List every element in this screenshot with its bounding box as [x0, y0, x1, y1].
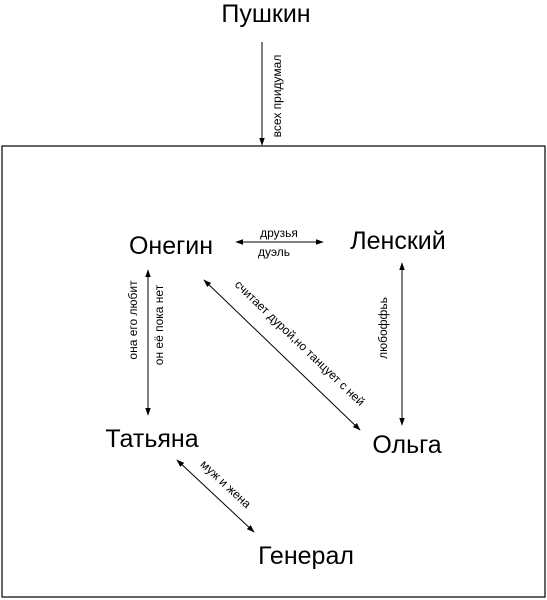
- label-tatyana-general: муж и жена: [198, 457, 255, 511]
- label-tatyana-onegin-inner: он её пока нет: [152, 284, 166, 365]
- arrow-tatyana-general: [176, 459, 255, 533]
- node-lensky: Ленский: [350, 227, 445, 255]
- label-onegin-olga: считает дурой,но танцует с ней: [232, 278, 368, 409]
- node-tatyana: Татьяна: [105, 425, 198, 453]
- label-pushkin-frame: всех придумал: [270, 55, 284, 138]
- node-olga: Ольга: [372, 431, 441, 459]
- node-general: Генерал: [258, 542, 354, 570]
- label-onegin-lensky-top: друзья: [260, 226, 298, 240]
- label-tatyana-onegin-outer: она его любит: [126, 280, 140, 360]
- node-onegin: Онегин: [129, 232, 213, 260]
- label-onegin-lensky-bottom: дуэль: [258, 245, 290, 259]
- novel-frame: [1, 145, 546, 598]
- node-pushkin: Пушкин: [221, 0, 310, 28]
- label-lensky-olga: любоффьь: [376, 297, 390, 359]
- arrow-onegin-olga: [203, 279, 361, 431]
